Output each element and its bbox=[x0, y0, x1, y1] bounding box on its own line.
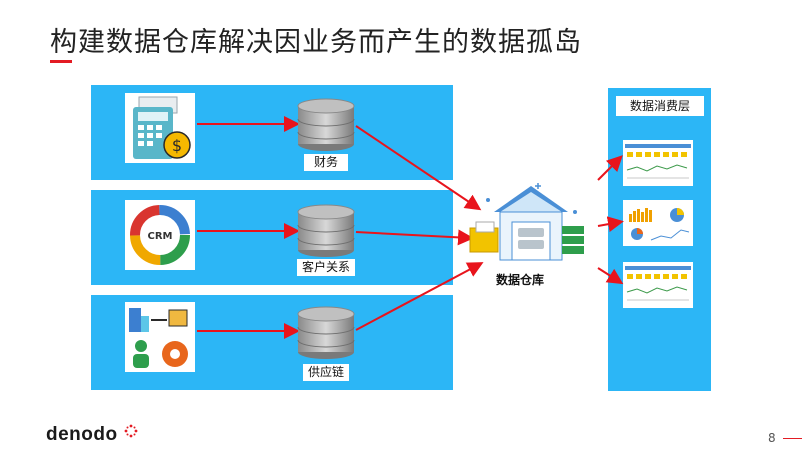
dashboard-thumbnail-1 bbox=[623, 140, 693, 186]
finance-calculator-icon: $ bbox=[125, 93, 195, 163]
database-icon-crm bbox=[297, 204, 355, 257]
dashboard-thumbnail-3 bbox=[623, 262, 693, 308]
page-accent-line bbox=[783, 438, 802, 439]
warehouse-label: 数据仓库 bbox=[496, 273, 545, 287]
crm-cycle-icon: CRM bbox=[125, 200, 195, 270]
arrow-db2-to-warehouse bbox=[355, 229, 474, 246]
title-underline bbox=[50, 60, 72, 63]
arrow-warehouse-to-dash1 bbox=[597, 155, 623, 181]
crm-label: 客户关系 bbox=[297, 259, 355, 276]
supply-chain-icon bbox=[125, 302, 195, 372]
logo-text: denodo bbox=[46, 424, 118, 445]
arrow-warehouse-to-dash3 bbox=[597, 267, 624, 285]
logo-dots-icon bbox=[124, 424, 138, 438]
finance-label: 财务 bbox=[304, 154, 348, 171]
svg-text:CRM: CRM bbox=[148, 231, 173, 242]
page-title: 构建数据仓库解决因业务而产生的数据孤岛 bbox=[50, 27, 582, 58]
denodo-logo: denodo bbox=[46, 424, 138, 446]
arrow-db3-to-warehouse bbox=[355, 262, 484, 331]
supply-chain-label: 供应链 bbox=[303, 364, 349, 381]
page-number: 8 bbox=[768, 431, 776, 445]
arrow-db1-to-warehouse bbox=[355, 125, 482, 211]
arrow-warehouse-to-dash2 bbox=[597, 216, 624, 233]
consumption-layer-label: 数据消费层 bbox=[616, 96, 704, 116]
database-icon-finance bbox=[297, 98, 355, 151]
svg-text:$: $ bbox=[172, 136, 182, 155]
dashboard-thumbnail-2 bbox=[623, 200, 693, 246]
warehouse-icon bbox=[469, 183, 584, 261]
database-icon-supply-chain bbox=[297, 306, 355, 359]
